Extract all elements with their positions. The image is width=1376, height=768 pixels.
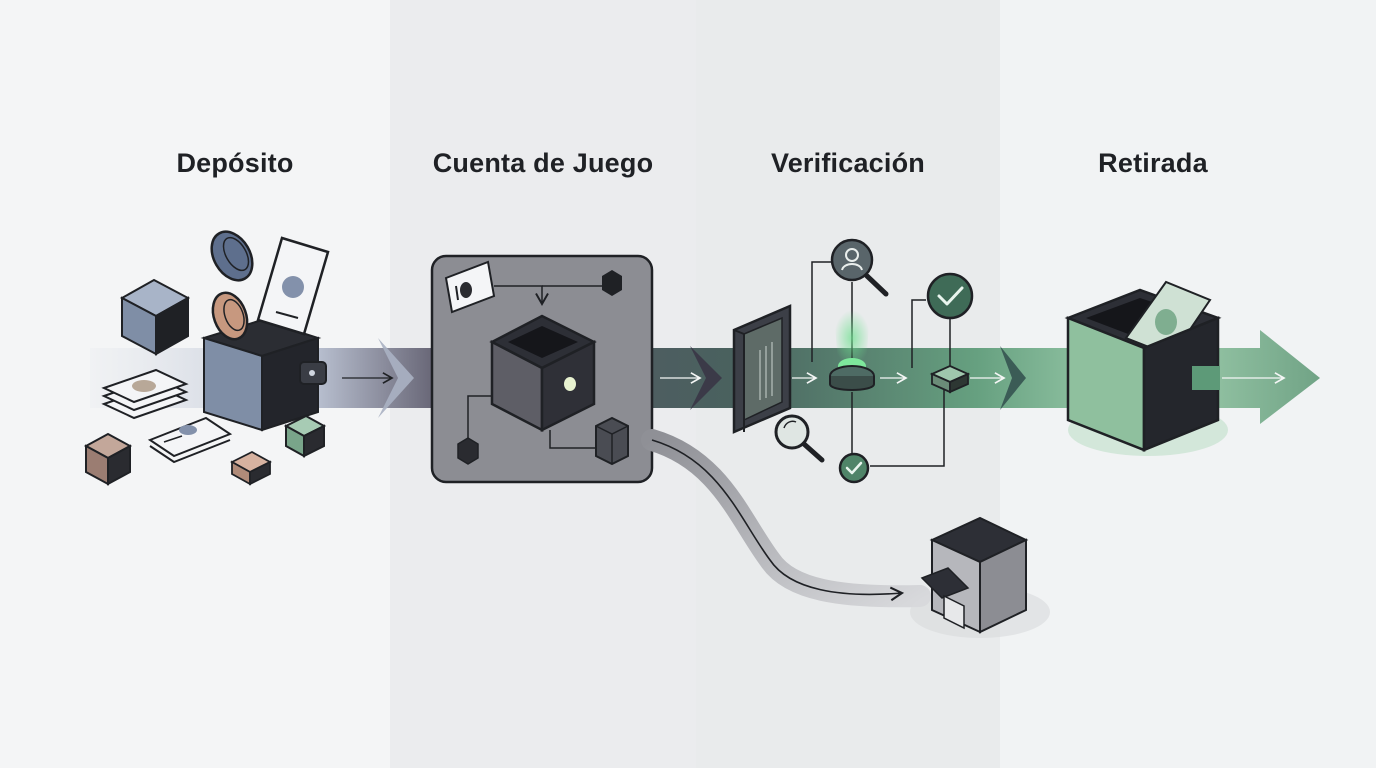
- flow-band: [90, 330, 1320, 424]
- wallet-box-icon: [200, 318, 327, 432]
- stage-title-verification: Verificación: [771, 148, 925, 178]
- check-icon: [838, 452, 870, 484]
- deposit-illustration: [83, 230, 330, 486]
- store-icon: [910, 516, 1050, 638]
- cube-icon: [283, 414, 327, 458]
- gate-icon: [732, 304, 792, 434]
- withdrawal-illustration: [1064, 280, 1228, 456]
- card-icon: [101, 368, 189, 420]
- magnifier-icon: [774, 414, 825, 463]
- side-path: [641, 429, 1050, 638]
- node-icon: [602, 270, 622, 296]
- cube-icon: [83, 432, 133, 486]
- stage-title-deposit: Depósito: [176, 148, 294, 178]
- node-icon: [929, 365, 971, 394]
- stage-title-withdrawal: Retirada: [1098, 148, 1208, 178]
- cube-icon: [119, 278, 191, 356]
- cube-icon: [230, 450, 272, 486]
- node-icon: [457, 437, 479, 465]
- check-icon: [926, 272, 974, 320]
- withdraw-box-icon: [1064, 280, 1222, 452]
- card-icon: [147, 416, 233, 464]
- scanner-icon: [829, 310, 875, 391]
- verification-illustration: [732, 238, 974, 484]
- id-card-icon: [444, 260, 496, 314]
- card-icon: [256, 236, 330, 336]
- coin-icon: [210, 230, 254, 282]
- user-search-icon: [830, 238, 889, 297]
- node-icon: [595, 416, 629, 466]
- account-illustration: [430, 254, 654, 484]
- account-box-icon: [489, 314, 597, 433]
- coin-icon: [211, 291, 249, 341]
- stage-title-account: Cuenta de Juego: [432, 148, 654, 178]
